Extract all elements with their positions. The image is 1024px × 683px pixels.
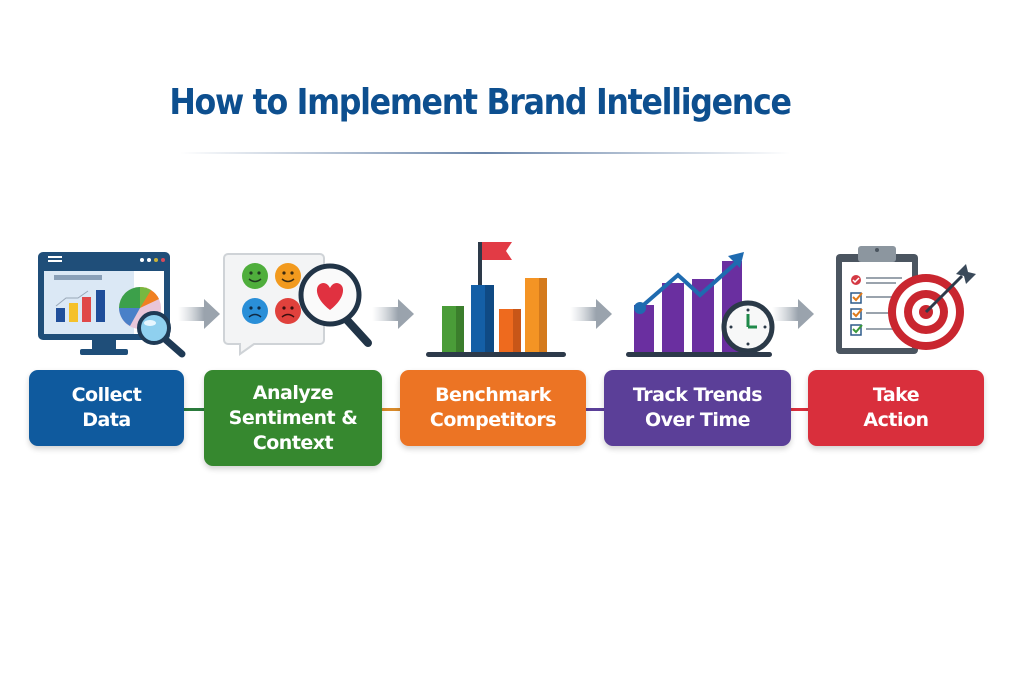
step-take-action: Take Action: [808, 370, 984, 446]
connector-line: [382, 408, 402, 411]
bar-chart-flag-icon: [426, 242, 566, 357]
connector-line: [586, 408, 606, 411]
connector-line: [791, 408, 810, 411]
arrow-right-icon: [570, 299, 612, 329]
trend-chart-clock-icon: [626, 252, 775, 357]
sentiment-emoji-heart-magnifier-icon: [223, 253, 372, 356]
step-label-line: Over Time: [644, 409, 751, 431]
step-label-line: Context: [252, 431, 334, 454]
step-label-line: Analyze: [252, 381, 334, 404]
step-label-line: Benchmark: [435, 384, 551, 406]
page-title: How to Implement Brand Intelligence: [169, 82, 792, 123]
title-divider: [180, 152, 790, 154]
step-label-line: Action: [863, 409, 929, 431]
step-analyze-sentiment: Analyze Sentiment & Context: [204, 370, 382, 466]
step-label-line: Competitors: [429, 409, 557, 431]
step-benchmark-competitors: Benchmark Competitors: [400, 370, 586, 446]
step-label-line: Take: [872, 384, 920, 406]
step-label-line: Collect: [71, 384, 142, 406]
connector-line: [184, 408, 206, 411]
monitor-analytics-magnifier-icon: [38, 252, 186, 358]
step-label-line: Sentiment &: [228, 406, 358, 429]
step-collect-data: Collect Data: [29, 370, 184, 446]
step-label-line: Track Trends: [632, 384, 763, 406]
checklist-target-icon: [836, 246, 976, 354]
step-track-trends: Track Trends Over Time: [604, 370, 791, 446]
arrow-right-icon: [772, 299, 814, 329]
arrow-right-icon: [178, 299, 220, 329]
step-label-line: Data: [82, 409, 131, 431]
arrow-right-icon: [372, 299, 414, 329]
